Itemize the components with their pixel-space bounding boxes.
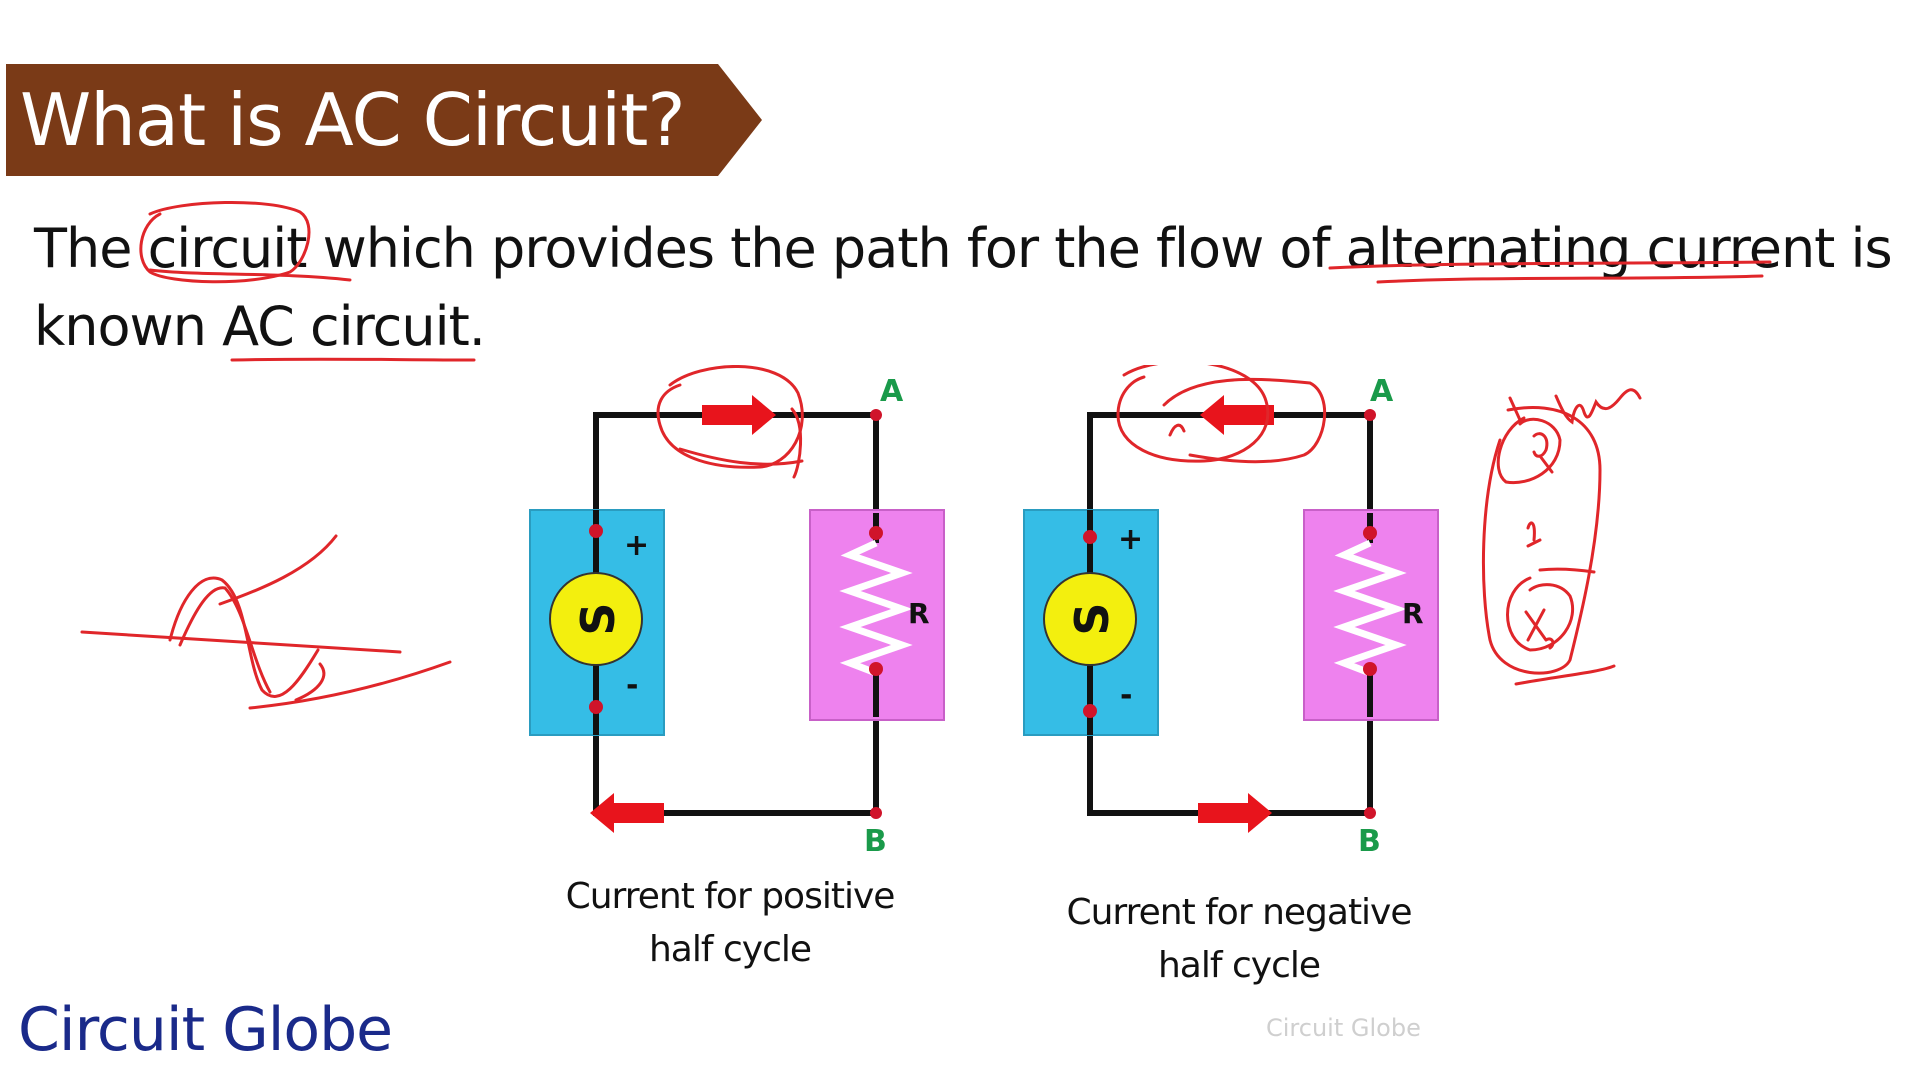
caption-line: half cycle (1157, 945, 1321, 986)
arrow-circle-annotation (1116, 365, 1327, 464)
definition-segment: is (1834, 217, 1893, 280)
definition-segment: . (468, 295, 486, 358)
resistor-label: R (908, 597, 930, 630)
definition-segment: which provides the path for the flow of (306, 217, 1346, 280)
circuit-nodes (589, 409, 883, 819)
source-symbol: S (571, 602, 625, 635)
circuit-nodes (1083, 409, 1377, 819)
brand-logo: Circuit Globe (18, 995, 393, 1065)
caption-line: Current for positive (565, 876, 896, 917)
banner-shape (6, 64, 762, 176)
title-banner: What is AC Circuit? (6, 64, 762, 176)
definition-segment: known (34, 295, 223, 358)
minus-terminal: - (1120, 678, 1132, 713)
plus-terminal: + (1118, 522, 1143, 557)
keyword-circuit: circuit (147, 217, 308, 280)
positive-half-cycle-diagram: S + - R A B (529, 365, 945, 859)
impedance-sketch (1481, 388, 1642, 686)
arrow-icon (590, 793, 664, 833)
node-a-label: A (1370, 374, 1394, 409)
definition-text: The circuit which provides the path for … (34, 210, 1914, 366)
sine-wave-sketch (80, 534, 452, 710)
ac-source-icon (549, 572, 643, 666)
definition-segment: The (34, 217, 148, 280)
negative-caption: Current for negative half cycle (999, 886, 1479, 992)
alternating-current-underline-1 (1328, 260, 1772, 270)
circuit-underline-annotation (148, 268, 352, 282)
circuit-circle-annotation (139, 200, 311, 284)
arrow-circle-annotation (656, 365, 804, 479)
page-title: What is AC Circuit? (20, 78, 686, 162)
keyword-ac-circuit: AC circuit (222, 295, 470, 358)
ac-source-icon (1043, 572, 1137, 666)
alternating-current-underline-2 (1376, 274, 1764, 284)
arrow-icon (702, 395, 776, 435)
caption-line: Current for negative (1066, 892, 1412, 933)
zigzag-resistor-icon (1333, 539, 1407, 677)
arrow-icon (1198, 793, 1272, 833)
zigzag-resistor-icon (839, 539, 913, 677)
arrow-icon (1200, 395, 1274, 435)
negative-half-cycle-diagram: S + - R A B (1023, 365, 1439, 859)
resistor-label: R (1402, 597, 1424, 630)
caption-line: half cycle (648, 929, 812, 970)
source-symbol: S (1065, 602, 1119, 635)
node-b-label: B (864, 824, 887, 859)
watermark: Circuit Globe (1266, 1014, 1421, 1042)
keyword-alternating-current: alternating current (1345, 217, 1836, 280)
ac-circuit-underline (230, 357, 476, 362)
minus-terminal: - (626, 668, 638, 703)
node-a-label: A (880, 374, 904, 409)
positive-caption: Current for positive half cycle (490, 870, 970, 976)
node-b-label: B (1358, 824, 1381, 859)
plus-terminal: + (624, 528, 649, 563)
